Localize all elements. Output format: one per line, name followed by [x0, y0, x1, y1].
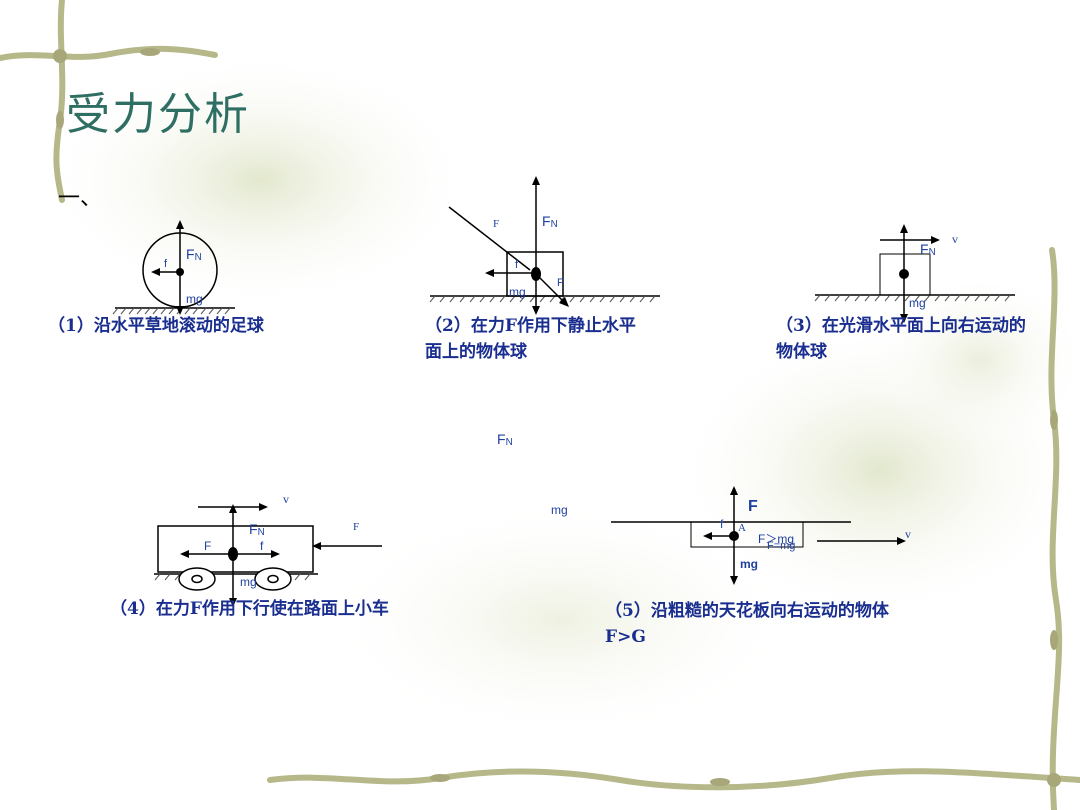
applied-force-label: F [204, 539, 212, 553]
normal-force-label: FN [920, 241, 936, 258]
velocity-label: v [283, 492, 289, 506]
velocity-label: v [905, 527, 911, 541]
normal-force-label: FN [186, 246, 202, 263]
upward-force-label: F [748, 498, 758, 515]
gravity-label: mg [909, 296, 926, 310]
gravity-label: mg [240, 575, 257, 589]
diagram-pushed-block [429, 176, 660, 315]
point-a-label: A [738, 522, 746, 534]
force-comparison-label: F＞mg [758, 532, 795, 546]
friction-label: f [515, 259, 519, 271]
diagram-smooth-block [814, 224, 1015, 323]
friction-label: f [164, 258, 168, 270]
caption-5-condition: F>G [605, 627, 646, 647]
page-title: 受力分析 [66, 89, 250, 140]
diagram-ceiling-block [611, 486, 906, 585]
diagram-cart [154, 503, 382, 607]
caption-3: （3）在光滑水平面上向右运动的物体球 [776, 316, 1026, 362]
applied-force-component-label: F [557, 277, 564, 289]
section-number: 一、 [58, 186, 103, 211]
caption-1: （1）沿水平草地滚动的足球 [48, 316, 264, 336]
caption-2: （2）在力F作用下静止水平面上的物体球 [425, 316, 636, 362]
gravity-label: mg [186, 292, 203, 306]
gravity-label: mg [509, 285, 526, 299]
friction-label: f [720, 517, 724, 531]
gravity-label: mg [740, 557, 758, 571]
normal-force-label: FN [249, 521, 265, 538]
applied-force-label: F [493, 218, 500, 230]
normal-force-label: FN [497, 431, 513, 448]
applied-force-label: F [353, 521, 360, 533]
velocity-label: v [952, 232, 958, 246]
caption-5: （5）沿粗糙的天花板向右运动的物体 [605, 601, 889, 621]
caption-4: （4）在力F作用下行使在路面上小车 [110, 599, 389, 619]
gravity-label: mg [551, 503, 568, 517]
normal-force-label: FN [542, 213, 558, 230]
diagram-football [112, 220, 235, 315]
force-equality-label: F=mg [767, 540, 796, 552]
friction-label: f [260, 539, 264, 553]
